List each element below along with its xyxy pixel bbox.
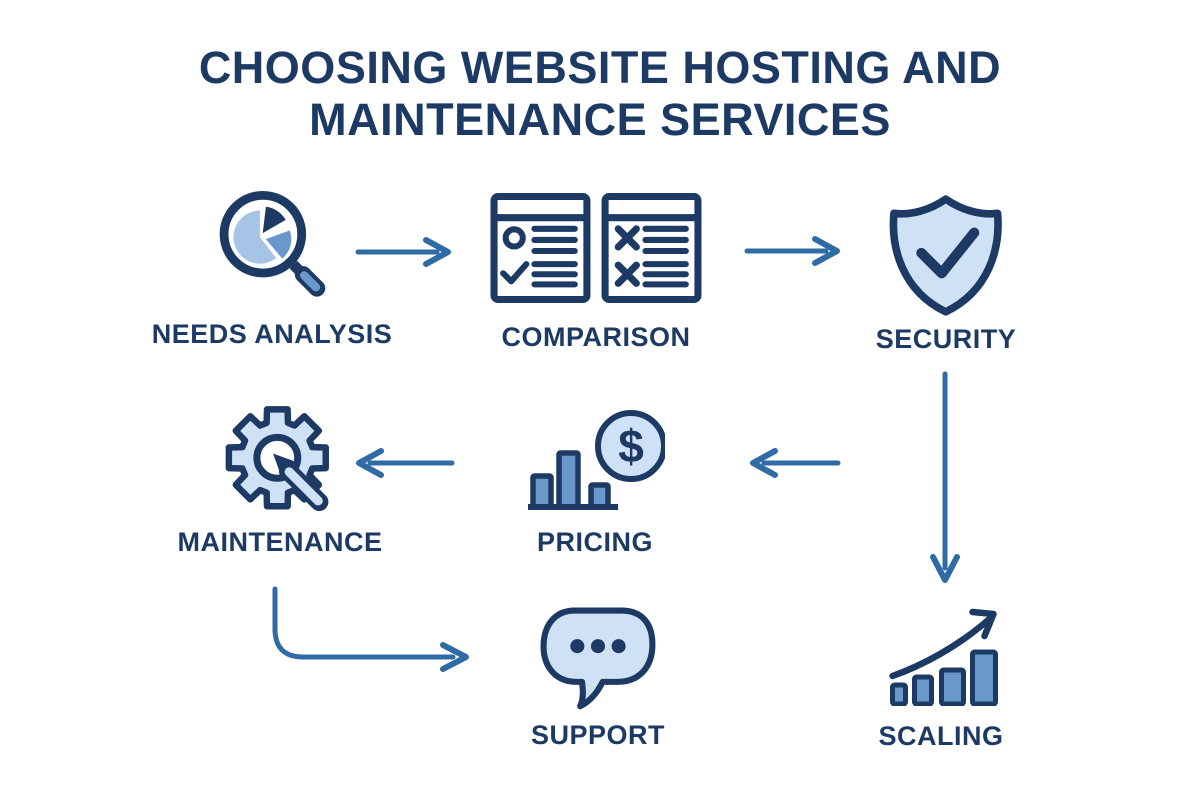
bar-chart-dollar-coin-icon: $ bbox=[528, 410, 665, 510]
shield-check-icon bbox=[889, 195, 1003, 316]
step-label-needs-analysis: NEEDS ANALYSIS bbox=[151, 319, 393, 349]
page-title: CHOOSING WEBSITE HOSTING AND MAINTENANCE… bbox=[0, 42, 1200, 146]
page-title-line-1: CHOOSING WEBSITE HOSTING AND bbox=[198, 42, 1002, 93]
flow-node-maintenance: MAINTENANCE bbox=[178, 404, 383, 556]
dollar-sign: $ bbox=[618, 420, 644, 472]
growth-bars-arrow-icon bbox=[888, 608, 998, 706]
step-label-scaling: SCALING bbox=[878, 721, 1004, 751]
magnifier-pie-chart-icon bbox=[219, 190, 326, 297]
step-label-pricing: PRICING bbox=[536, 527, 653, 557]
flow-node-pricing: $ PRICING bbox=[525, 410, 665, 556]
checklist-documents-icon bbox=[490, 192, 702, 304]
page-title-line-2: MAINTENANCE SERVICES bbox=[309, 94, 891, 146]
flow-node-comparison: COMPARISON bbox=[490, 192, 702, 351]
gear-tool-icon bbox=[225, 406, 329, 512]
step-label-maintenance: MAINTENANCE bbox=[177, 527, 383, 557]
step-label-comparison: COMPARISON bbox=[501, 322, 691, 352]
flow-node-needs-analysis: NEEDS ANALYSIS bbox=[152, 188, 393, 348]
arrow-into-pricing bbox=[750, 448, 841, 478]
speech-bubble-icon bbox=[540, 607, 656, 710]
flow-node-security: SECURITY bbox=[876, 192, 1017, 353]
arrow-security-to-scaling bbox=[930, 371, 960, 583]
flow-node-support: SUPPORT bbox=[531, 603, 665, 749]
arrow-maintenance-to-support bbox=[272, 586, 469, 672]
flow-node-scaling: SCALING bbox=[879, 602, 1004, 750]
step-label-security: SECURITY bbox=[875, 324, 1017, 354]
arrow-comparison-to-security bbox=[744, 236, 840, 266]
arrow-needs-analysis-to-comparison bbox=[355, 237, 451, 267]
step-label-support: SUPPORT bbox=[530, 720, 666, 750]
arrow-pricing-to-maintenance bbox=[356, 448, 455, 478]
